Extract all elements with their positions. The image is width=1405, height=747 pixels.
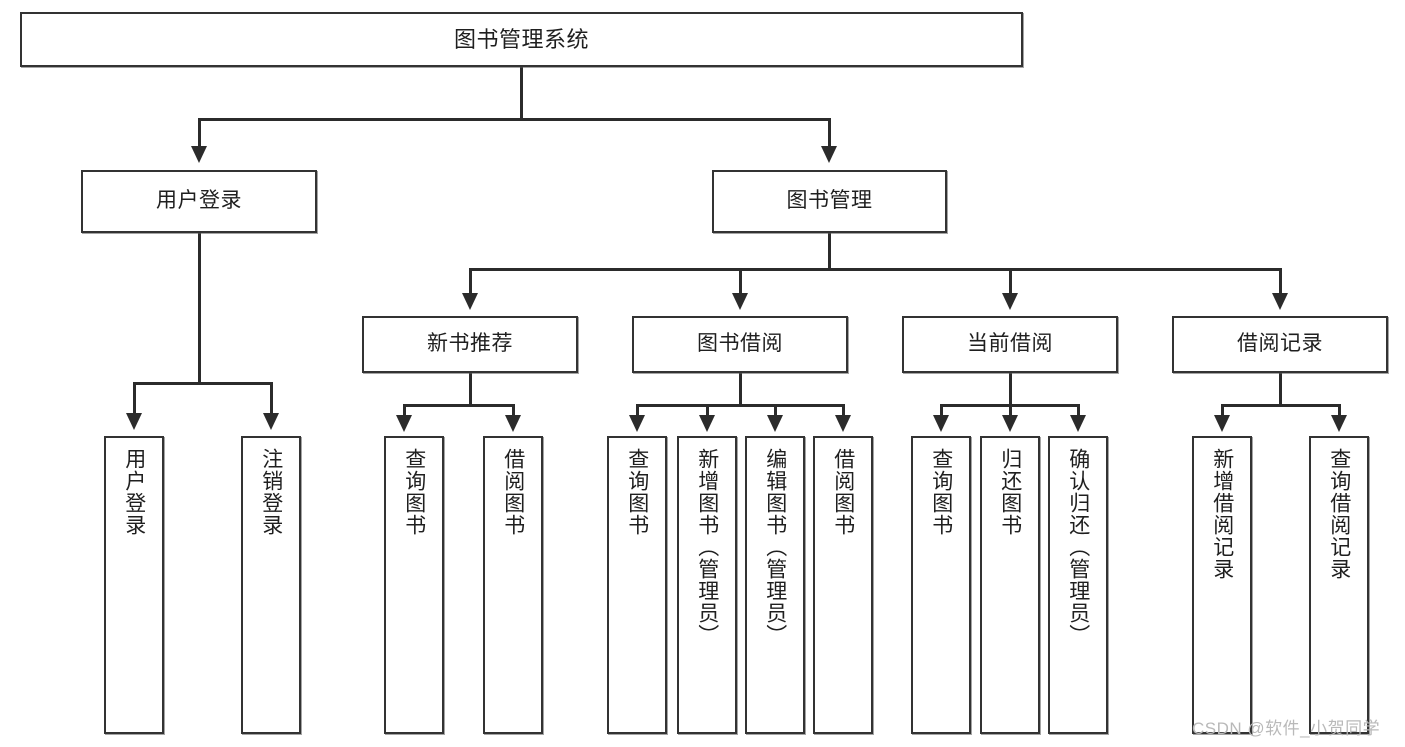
edge-book-management-trunk (828, 233, 831, 270)
edge-root-to-book-management (828, 118, 831, 149)
edge-current-borrow-trunk (1009, 373, 1012, 406)
node-borrow-book-rec[interactable]: 借阅图书 (483, 436, 543, 734)
edge-borrow-record-bus (1221, 404, 1341, 407)
edge-bb-to-leaf-3 (774, 404, 777, 418)
node-user-login[interactable]: 用户登录 (81, 170, 317, 233)
node-return-book[interactable]: 归还图书 (980, 436, 1040, 734)
node-label: 查询图书 (929, 448, 953, 536)
edge-book-borrow-trunk (739, 373, 742, 406)
arrow-user-login-to-leaf-1 (126, 413, 142, 430)
node-confirm-return-admin[interactable]: 确认归还（管理员） (1048, 436, 1108, 734)
edge-cb-to-leaf-2 (1009, 404, 1012, 418)
node-book-management-system[interactable]: 图书管理系统 (20, 12, 1023, 67)
node-label: 查询借阅记录 (1327, 448, 1351, 580)
edge-bb-to-leaf-1 (636, 404, 639, 418)
edge-book-borrow-bus (636, 404, 844, 407)
edge-root-to-user-login (198, 118, 201, 149)
edge-bb-to-leaf-2 (706, 404, 709, 418)
edge-bm-to-book-borrow (739, 268, 742, 296)
node-borrow-record[interactable]: 借阅记录 (1172, 316, 1388, 373)
node-label: 新增借阅记录 (1210, 448, 1234, 580)
node-query-book-rec[interactable]: 查询图书 (384, 436, 444, 734)
node-add-book-admin[interactable]: 新增图书（管理员） (677, 436, 737, 734)
edge-bm-to-current-borrow (1009, 268, 1012, 296)
edge-newbook-to-leaf-1 (403, 404, 406, 418)
edge-br-to-leaf-2 (1338, 404, 1341, 418)
node-current-borrow[interactable]: 当前借阅 (902, 316, 1118, 373)
arrow-bb-to-leaf-1 (629, 415, 645, 432)
node-label: 用户登录 (156, 189, 242, 213)
node-label: 图书管理 (786, 189, 873, 213)
node-label: 借阅图书 (831, 448, 855, 536)
edge-bm-to-new-book (469, 268, 472, 296)
arrow-cb-to-leaf-1 (933, 415, 949, 432)
arrow-cb-to-leaf-2 (1002, 415, 1018, 432)
edge-new-book-bus (403, 404, 515, 407)
node-label: 用户登录 (122, 448, 146, 536)
node-label: 借阅记录 (1237, 332, 1323, 356)
node-label: 归还图书 (998, 448, 1022, 536)
arrow-br-to-leaf-1 (1214, 415, 1230, 432)
edge-new-book-trunk (469, 373, 472, 406)
edge-cb-to-leaf-3 (1077, 404, 1080, 418)
node-add-borrow-record[interactable]: 新增借阅记录 (1192, 436, 1252, 734)
edge-user-login-trunk (198, 233, 201, 384)
node-label: 新增图书（管理员） (695, 448, 719, 646)
arrow-bm-to-current-borrow (1002, 293, 1018, 310)
node-new-book-recommend[interactable]: 新书推荐 (362, 316, 578, 373)
arrow-root-to-book-management (821, 146, 837, 163)
arrow-bb-to-leaf-3 (767, 415, 783, 432)
node-edit-book-admin[interactable]: 编辑图书（管理员） (745, 436, 805, 734)
edge-user-login-bus (133, 382, 273, 385)
arrow-cb-to-leaf-3 (1070, 415, 1086, 432)
edge-bm-to-borrow-record (1279, 268, 1282, 296)
node-label: 图书管理系统 (453, 26, 589, 52)
node-book-management[interactable]: 图书管理 (712, 170, 947, 233)
arrow-bm-to-borrow-record (1272, 293, 1288, 310)
node-label: 当前借阅 (967, 332, 1053, 356)
edge-newbook-to-leaf-2 (512, 404, 515, 418)
arrow-bb-to-leaf-4 (835, 415, 851, 432)
edge-bb-to-leaf-4 (842, 404, 845, 418)
node-label: 借阅图书 (501, 448, 525, 536)
node-label: 注销登录 (259, 448, 283, 536)
node-user-login-leaf[interactable]: 用户登录 (104, 436, 164, 734)
edge-user-login-to-leaf-2 (270, 382, 273, 416)
edge-br-to-leaf-1 (1221, 404, 1224, 418)
node-label: 新书推荐 (427, 332, 513, 356)
arrow-newbook-to-leaf-2 (505, 415, 521, 432)
node-label: 图书借阅 (697, 332, 783, 356)
node-label: 编辑图书（管理员） (763, 448, 787, 646)
edge-book-management-bus (469, 268, 1281, 271)
node-label: 确认归还（管理员） (1066, 448, 1090, 646)
arrow-root-to-user-login (191, 146, 207, 163)
arrow-bb-to-leaf-2 (699, 415, 715, 432)
csdn-watermark: CSDN @软件_小贺同学 (1192, 719, 1381, 738)
arrow-newbook-to-leaf-1 (396, 415, 412, 432)
node-logout-leaf[interactable]: 注销登录 (241, 436, 301, 734)
edge-user-login-to-leaf-1 (133, 382, 136, 416)
node-query-borrow-record[interactable]: 查询借阅记录 (1309, 436, 1369, 734)
arrow-user-login-to-leaf-2 (263, 413, 279, 430)
edge-borrow-record-trunk (1279, 373, 1282, 406)
arrow-br-to-leaf-2 (1331, 415, 1347, 432)
arrow-bm-to-book-borrow (732, 293, 748, 310)
arrow-bm-to-new-book (462, 293, 478, 310)
node-label: 查询图书 (402, 448, 426, 536)
node-label: 查询图书 (625, 448, 649, 536)
edge-root-bus (198, 118, 831, 121)
node-query-book-borrow[interactable]: 查询图书 (607, 436, 667, 734)
node-borrow-book[interactable]: 借阅图书 (813, 436, 873, 734)
node-query-book-current[interactable]: 查询图书 (911, 436, 971, 734)
edge-root-trunk (520, 67, 523, 118)
edge-cb-to-leaf-1 (940, 404, 943, 418)
node-book-borrow[interactable]: 图书借阅 (632, 316, 848, 373)
